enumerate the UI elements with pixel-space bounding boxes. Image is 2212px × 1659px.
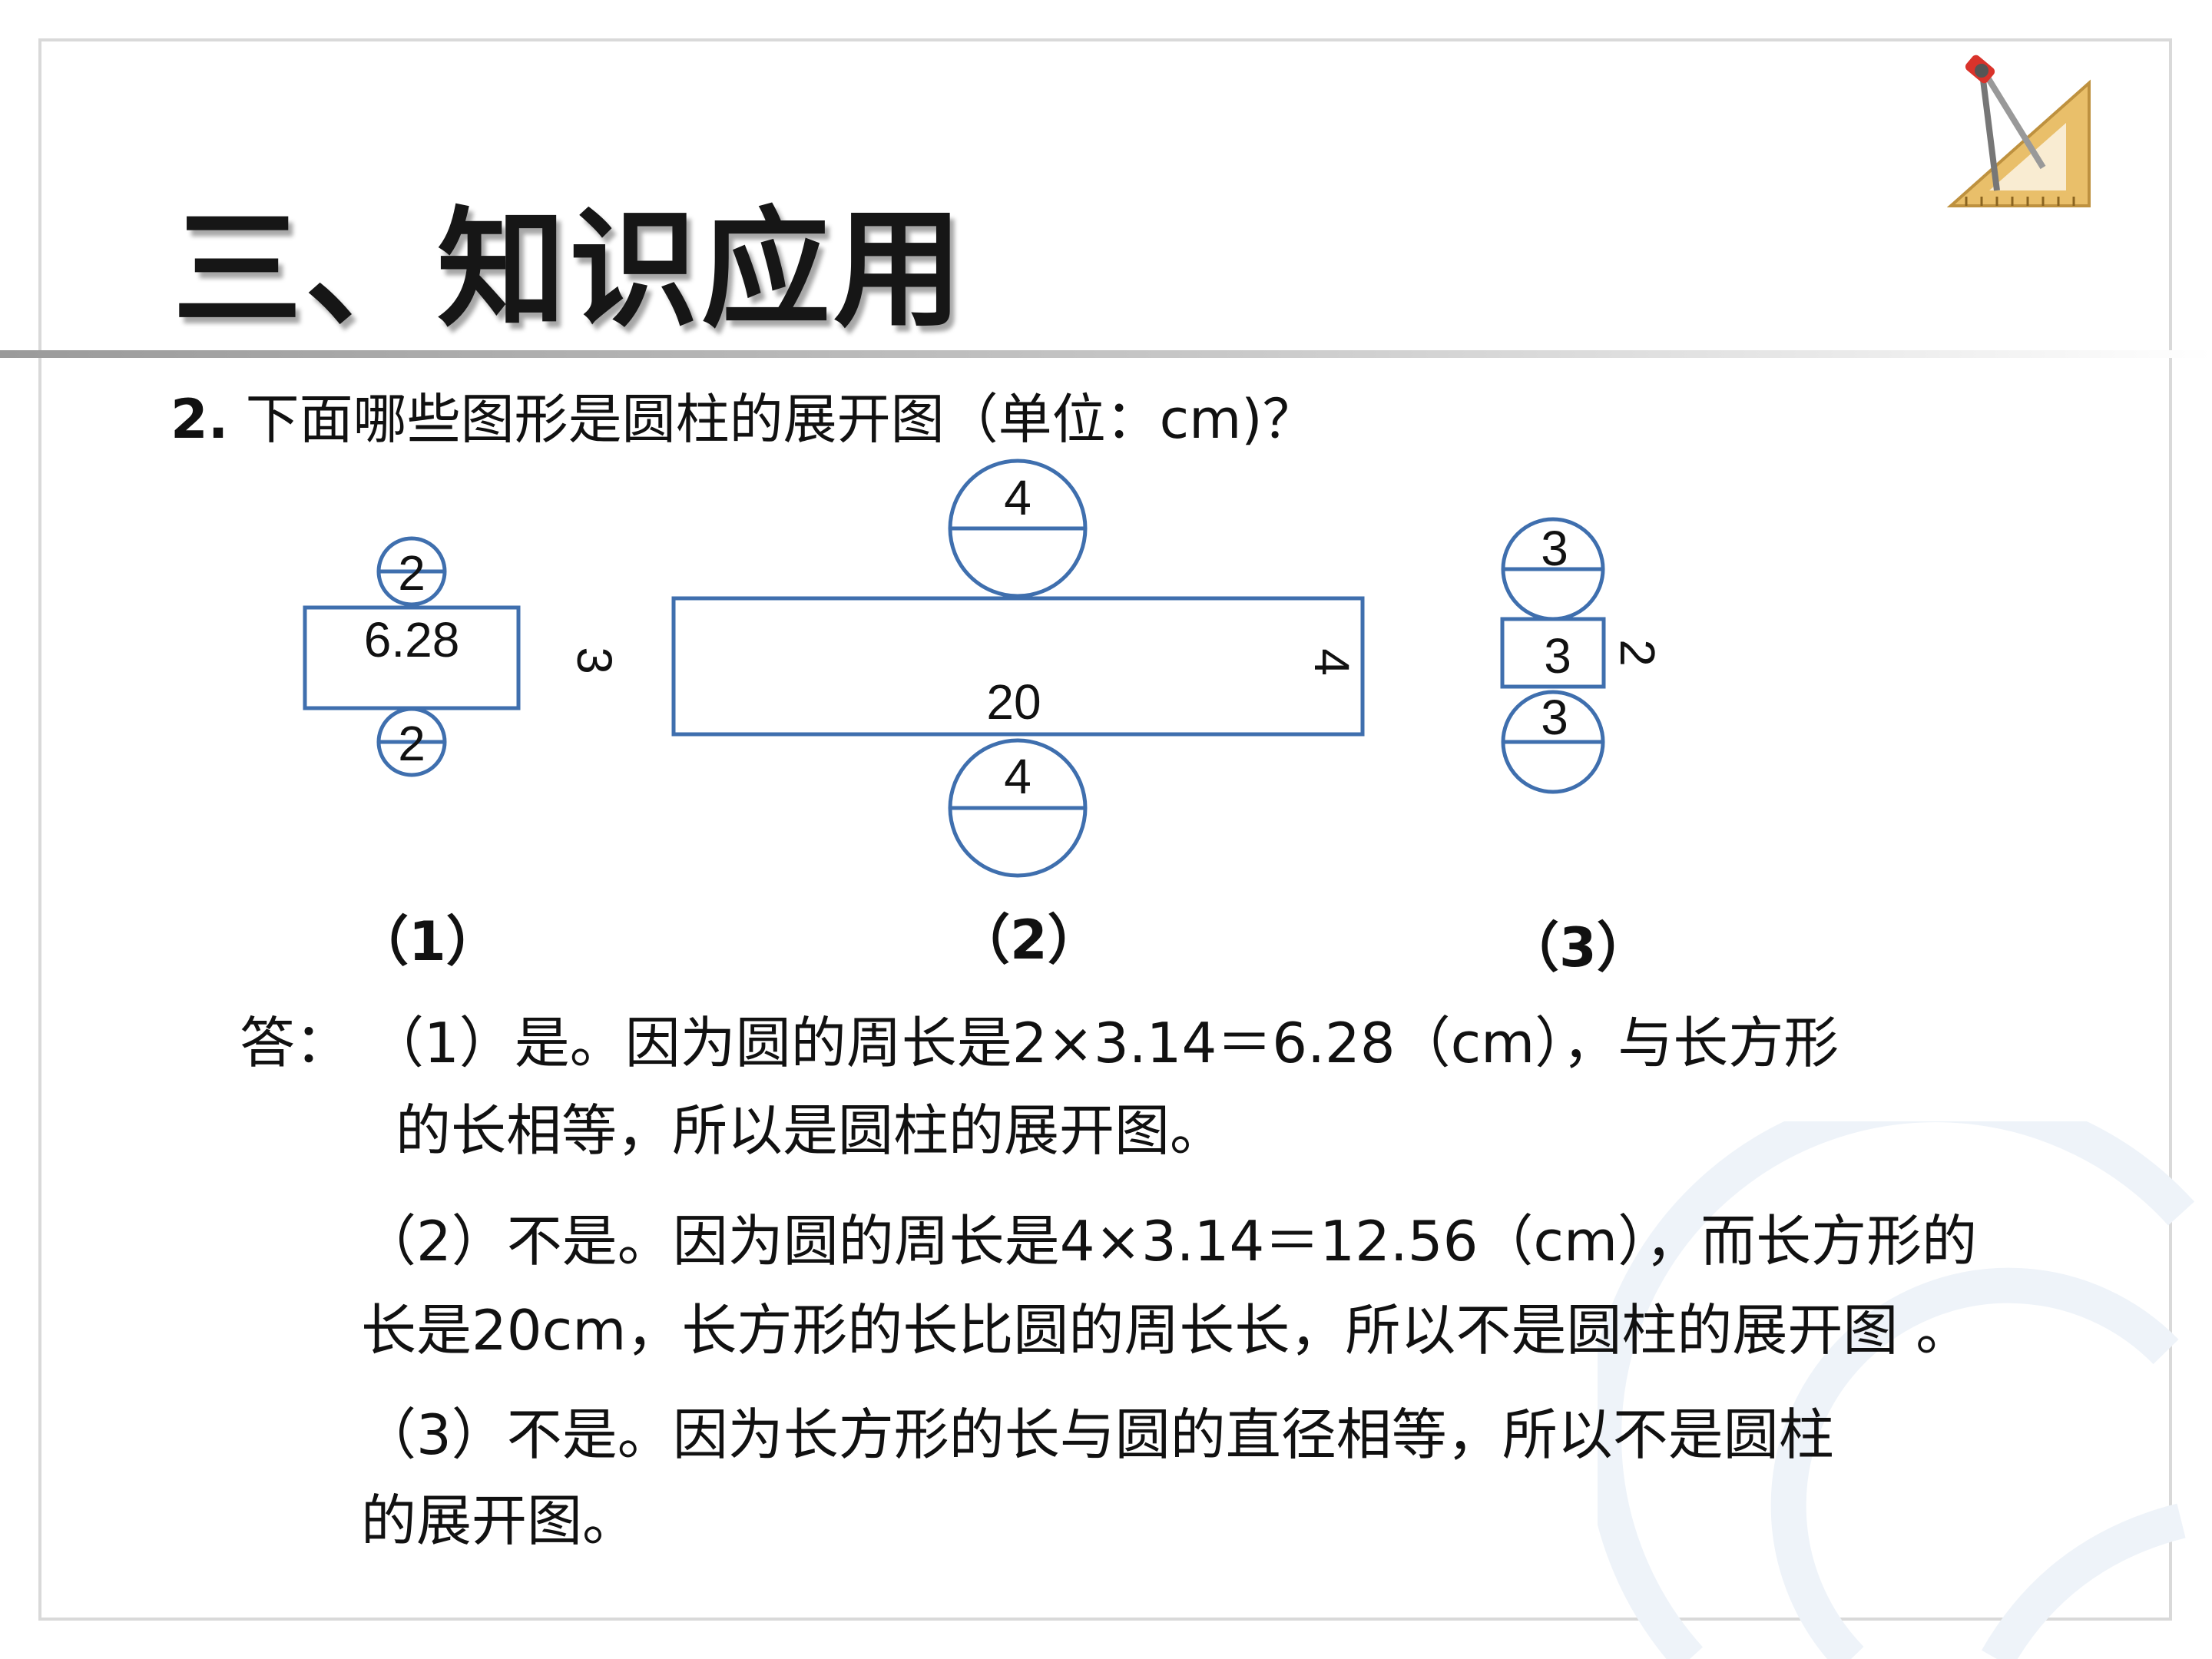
logo-watermark — [1598, 1121, 2195, 1659]
figure-3-rectangle — [1500, 617, 1606, 689]
answer-1-line-2: 的长相等，所以是圆柱的展开图。 — [396, 1098, 1226, 1163]
figure-3-rect-width-value: 3 — [1544, 628, 1571, 684]
figure-1-rect-width-value: 6.28 — [364, 612, 460, 667]
answer-1-line-1: （1）是。因为圆的周长是2×3.14＝6.28（cm），与长方形 — [369, 1011, 1839, 1075]
figure-3-circle-top-value: 3 — [1541, 521, 1568, 576]
question: 2. 下面哪些图形是圆柱的展开图（单位：cm)？ — [171, 376, 1316, 454]
title-divider — [0, 350, 2212, 358]
figures-diagram: 2 6.28 2 3 4 20 4 4 3 3 3 2 — [303, 459, 1665, 878]
figure-1-net — [303, 536, 521, 777]
slide-title: 三、知识应用 — [173, 193, 965, 345]
figure-2-rect-height-value: 4 — [1304, 648, 1359, 676]
drafting-tools-icon — [1946, 55, 2091, 207]
figure-2-circle-top-value: 4 — [1004, 470, 1031, 525]
answer-prefix: 答： — [240, 1011, 351, 1075]
figure-2-label: （2） — [956, 909, 1101, 972]
figure-2-circle-bottom-value: 4 — [1004, 749, 1031, 804]
question-number: 2. — [171, 388, 229, 451]
answer-3-line-1: （3）不是。因为长方形的长与圆的直径相等，所以不是圆柱 — [361, 1402, 1834, 1467]
figure-3-net — [1500, 517, 1606, 794]
figure-2-rectangle — [671, 596, 1365, 737]
answer-2-line-2: 长是20cm，长方形的长比圆的周长长，所以不是圆柱的展开图 。 — [361, 1298, 1972, 1363]
figure-2-rect-width-value: 20 — [986, 674, 1041, 730]
question-text: 下面哪些图形是圆柱的展开图（单位：cm)？ — [245, 388, 1316, 451]
figure-3-rect-height-value: 2 — [1610, 639, 1665, 667]
figure-1-rect-height-value: 3 — [567, 647, 622, 674]
answer-3-line-2: 的展开图。 — [361, 1488, 638, 1553]
figure-3-label: （3） — [1505, 916, 1651, 979]
slide-frame — [38, 38, 2172, 1621]
figure-1-circle-bottom-value: 2 — [398, 716, 426, 771]
figure-1-circle-top-value: 2 — [398, 545, 426, 601]
figure-3-circle-bottom-value: 3 — [1541, 690, 1568, 745]
figure-2-net — [671, 459, 1365, 878]
figure-1-label: （1） — [355, 910, 500, 973]
answer-2-line-1: （2）不是。因为圆的周长是4×3.14＝12.56（cm），而长方形的 — [361, 1209, 1978, 1273]
